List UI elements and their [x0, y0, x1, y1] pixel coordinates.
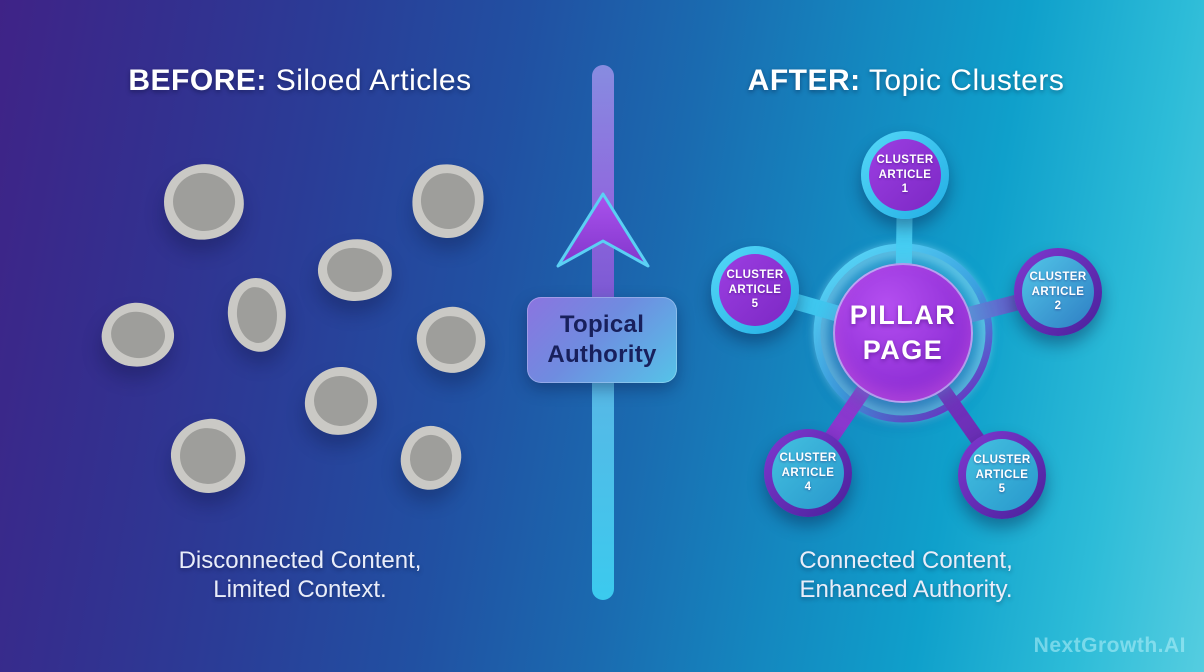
siloed-article-blob	[224, 275, 290, 355]
blob-core	[312, 374, 370, 428]
cluster-label-line: ARTICLE	[728, 283, 782, 296]
after-caption-line1: Connected Content,	[799, 547, 1013, 574]
cluster-label-line: CLUSTER	[1029, 270, 1087, 283]
blob-core	[407, 432, 455, 484]
blob-core	[234, 285, 280, 345]
blob-core	[325, 246, 385, 294]
topical-authority-line1: Topical	[559, 311, 645, 338]
cluster-label-line: ARTICLE	[975, 468, 1029, 481]
after-caption: Connected Content, Enhanced Authority.	[606, 546, 1204, 605]
siloed-article-blob	[396, 422, 466, 494]
cluster-label-line: ARTICLE	[1031, 285, 1085, 298]
cluster-label-line: CLUSTER	[726, 268, 784, 281]
cluster-label-line: ARTICLE	[781, 466, 835, 479]
after-heading: AFTER: Topic Clusters	[606, 64, 1204, 98]
cluster-label-line: 2	[1054, 300, 1062, 313]
before-caption: Disconnected Content, Limited Context.	[0, 546, 600, 605]
siloed-article-blob	[413, 303, 489, 377]
cluster-node-top: CLUSTER ARTICLE 1	[861, 131, 949, 219]
siloed-article-blob	[303, 365, 379, 437]
after-caption-line2: Enhanced Authority.	[799, 576, 1013, 604]
before-heading: BEFORE: Siloed Articles	[0, 64, 600, 98]
before-heading-title: Siloed Articles	[266, 64, 472, 97]
cluster-node-bottom-left: CLUSTER ARTICLE 4	[764, 429, 852, 517]
topical-authority-arrow-head	[556, 192, 650, 268]
cluster-node-top-label: CLUSTER ARTICLE 1	[869, 139, 941, 211]
after-heading-title: Topic Clusters	[860, 64, 1065, 97]
blob-core	[423, 313, 479, 367]
cluster-node-bottom-right-label: CLUSTER ARTICLE 5	[966, 439, 1038, 511]
cluster-node-bottom-right: CLUSTER ARTICLE 5	[958, 431, 1046, 519]
cluster-label-line: CLUSTER	[876, 153, 934, 166]
siloed-article-blob	[97, 297, 179, 373]
cluster-node-left: CLUSTER ARTICLE 5	[711, 246, 799, 334]
cluster-label-line: CLUSTER	[973, 453, 1031, 466]
cluster-label-line: 1	[901, 183, 909, 196]
pillar-page-line1: PILLAR	[849, 299, 957, 330]
cluster-label-line: 5	[998, 483, 1006, 496]
topical-authority-box: Topical Authority	[527, 297, 677, 383]
cluster-node-right-label: CLUSTER ARTICLE 2	[1022, 256, 1094, 328]
cluster-label-line: CLUSTER	[779, 451, 837, 464]
siloed-article-blob	[315, 236, 395, 304]
blob-core	[107, 308, 169, 362]
cluster-label-line: 5	[751, 298, 759, 311]
blob-core	[417, 169, 479, 233]
cluster-node-left-label: CLUSTER ARTICLE 5	[719, 254, 791, 326]
cluster-label-line: ARTICLE	[878, 168, 932, 181]
topical-authority-line2: Authority	[547, 341, 657, 368]
before-caption-line1: Disconnected Content,	[178, 547, 422, 574]
before-heading-label: BEFORE:	[128, 64, 267, 97]
cluster-label-line: 4	[804, 481, 812, 494]
cluster-node-right: CLUSTER ARTICLE 2	[1014, 248, 1102, 336]
blob-core	[178, 426, 238, 486]
siloed-article-blob	[160, 160, 248, 244]
before-caption-line2: Limited Context.	[213, 576, 387, 604]
after-heading-label: AFTER:	[747, 64, 861, 97]
pillar-page-node: PILLAR PAGE	[833, 263, 973, 403]
blob-core	[170, 169, 238, 235]
siloed-article-blob	[407, 159, 489, 243]
pillar-page-line2: PAGE	[862, 335, 944, 365]
siloed-article-blob	[168, 416, 248, 496]
cluster-node-bottom-left-label: CLUSTER ARTICLE 4	[772, 437, 844, 509]
brand-watermark: NextGrowth.AI	[1033, 634, 1186, 657]
